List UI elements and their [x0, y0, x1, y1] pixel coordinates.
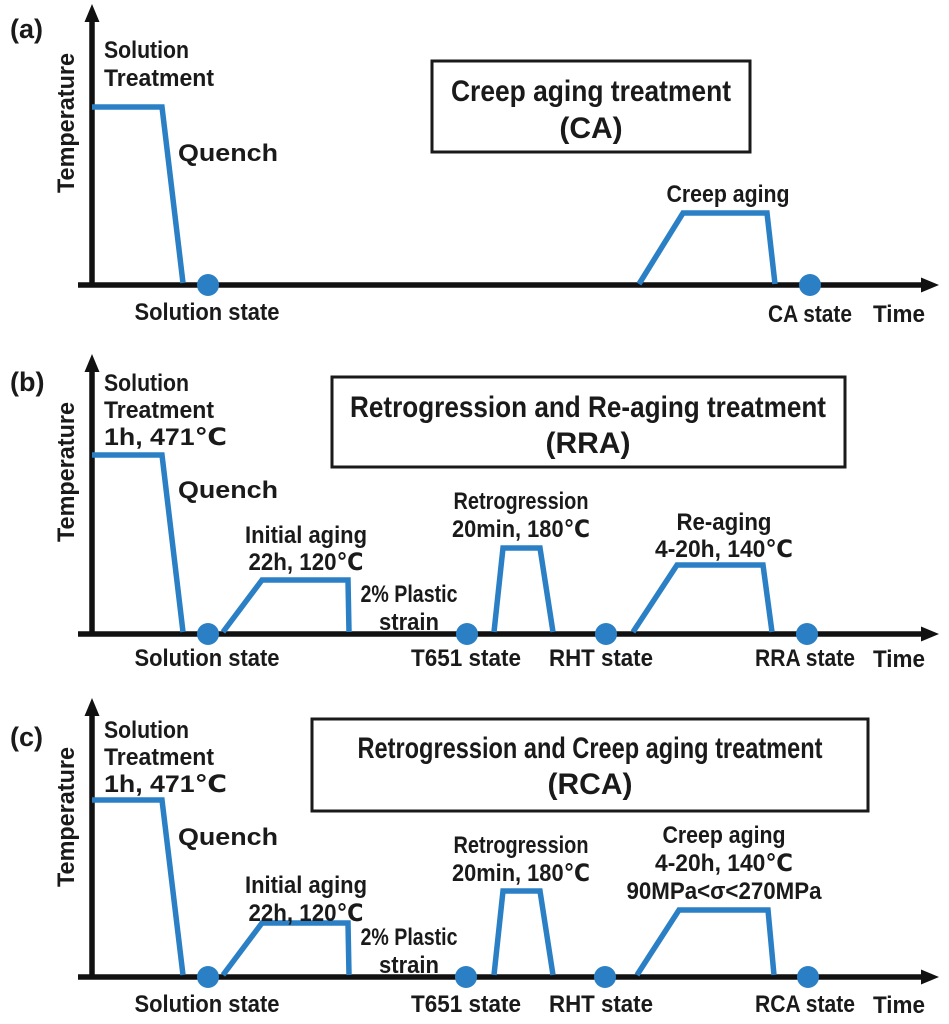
panel-b-reaging-label-1: Re-aging: [677, 509, 772, 536]
panel-b-y-axis-label: Temperature: [53, 402, 80, 542]
panel-b-y-axis-arrow-icon: [84, 354, 100, 372]
panel-a-solution-label-2: Treatment: [104, 65, 214, 92]
panel-c-plastic-strain-label-2: strain: [379, 952, 439, 979]
panel-b-rht-state-label: RHT state: [549, 645, 653, 672]
panel-c-creep-aging-label-3: 90MPa<σ<270MPa: [627, 878, 823, 905]
panel-c-x-axis-label: Time: [873, 992, 925, 1019]
panel-b-t651-state-dot: [456, 623, 478, 645]
panel-c-retrogression-label-1: Retrogression: [454, 832, 589, 859]
panel-a-creep-aging-label: Creep aging: [667, 181, 790, 208]
panel-a-title-line1: Creep aging treatment: [451, 75, 731, 108]
panel-b-rra-state-dot: [796, 623, 818, 645]
panel-c-tag: (c): [10, 722, 43, 752]
panel-b-retrogression-label-1: Retrogression: [454, 488, 589, 515]
panel-b-reaging-profile: [630, 562, 775, 634]
panel-c-title-box: [310, 717, 870, 813]
panel-c-solution-profile: [92, 797, 186, 976]
panel-b-rht-state-dot: [595, 623, 617, 645]
panel-a-solution-state-dot: [197, 274, 219, 296]
panel-c-creep-aging-label-1: Creep aging: [663, 822, 786, 849]
panel-b-solution-label-3: 1h, 471℃: [104, 424, 227, 451]
panel-c-plastic-strain-label-1: 2% Plastic: [361, 924, 458, 951]
panel-a-ca-state-label: CA state: [768, 301, 852, 328]
panel-b: (b) Temperature Solution Treatment 1h, 4…: [10, 354, 939, 673]
panel-a-ca-state-dot: [799, 274, 821, 296]
panel-a-title-box: [430, 59, 752, 154]
panel-c-rca-state-dot: [797, 966, 819, 988]
panel-c-solution-label-3: 1h, 471℃: [104, 771, 227, 798]
panel-a-solution-state-label: Solution state: [135, 299, 280, 326]
panel-b-retrogression-profile: [491, 545, 556, 633]
panel-b-title-line2: (RRA): [546, 427, 631, 460]
panel-c-rca-state-label: RCA state: [755, 991, 855, 1018]
panel-a-x-axis-arrow-icon: [921, 277, 939, 293]
panel-b-solution-state-label: Solution state: [135, 645, 280, 672]
panel-c-rht-state-dot: [594, 966, 616, 988]
panel-a-solution-label-1: Solution: [104, 37, 189, 64]
panel-a-x-axis-label: Time: [873, 301, 925, 328]
panel-c-initial-aging-profile: [220, 920, 352, 977]
panel-b-solution-profile: [92, 452, 186, 633]
panel-b-solution-label-2: Treatment: [104, 397, 214, 424]
panel-a-quench-label: Quench: [178, 140, 278, 167]
panel-c-y-axis-arrow-icon: [84, 698, 100, 716]
panel-c-t651-state-dot: [455, 966, 477, 988]
panel-c-creep-aging-profile: [634, 907, 777, 977]
panel-b-x-axis-arrow-icon: [921, 626, 939, 642]
panel-b-plastic-strain-label-1: 2% Plastic: [361, 581, 458, 608]
panel-a-solution-profile: [92, 104, 186, 284]
panel-b-initial-aging-label-2: 22h, 120℃: [249, 549, 364, 576]
panel-c-x-axis-arrow-icon: [921, 969, 939, 985]
panel-c-solution-label-2: Treatment: [104, 744, 214, 771]
panel-c-solution-label-1: Solution: [104, 717, 189, 744]
panel-b-title-box: [330, 375, 847, 469]
panel-a-tag: (a): [10, 14, 43, 44]
panel-c-y-axis-label: Temperature: [53, 747, 80, 887]
panel-a-y-axis-label: Temperature: [53, 53, 80, 193]
panel-c-solution-state-dot: [197, 966, 219, 988]
panel-b-title-line1: Retrogression and Re-aging treatment: [350, 391, 826, 424]
panel-a: (a) Temperature Solution Treatment Quenc…: [10, 4, 939, 328]
panel-b-solution-label-1: Solution: [104, 370, 189, 397]
panel-c-initial-aging-label-2: 22h, 120℃: [249, 900, 364, 927]
panel-c-title-line1: Retrogression and Creep aging treatment: [358, 732, 823, 765]
panel-b-reaging-label-2: 4-20h, 140℃: [655, 536, 793, 563]
panel-a-title-line2: (CA): [559, 112, 622, 145]
panel-c: (c) Temperature Solution Treatment 1h, 4…: [10, 698, 939, 1019]
panel-b-x-axis-label: Time: [873, 646, 925, 673]
panel-b-t651-state-label: T651 state: [411, 645, 521, 672]
panel-b-quench-label: Quench: [178, 477, 278, 504]
panel-c-retrogression-label-2: 20min, 180℃: [452, 860, 590, 887]
panel-c-title-line2: (RCA): [548, 768, 633, 801]
panel-c-retrogression-profile: [491, 888, 556, 976]
panel-b-initial-aging-profile: [220, 577, 352, 634]
panel-b-tag: (b): [10, 367, 44, 397]
panel-b-solution-state-dot: [197, 623, 219, 645]
panel-c-initial-aging-label-1: Initial aging: [245, 872, 367, 899]
panel-a-y-axis-arrow-icon: [84, 4, 100, 22]
panel-b-initial-aging-label-1: Initial aging: [245, 522, 367, 549]
panel-b-retrogression-label-2: 20min, 180℃: [452, 516, 590, 543]
panel-b-plastic-strain-label-2: strain: [379, 609, 439, 636]
panel-b-rra-state-label: RRA state: [755, 645, 855, 672]
panel-c-solution-state-label: Solution state: [135, 991, 280, 1018]
panel-c-quench-label: Quench: [178, 824, 278, 851]
panel-c-t651-state-label: T651 state: [411, 991, 521, 1018]
panel-c-creep-aging-label-2: 4-20h, 140℃: [655, 850, 793, 877]
panel-c-rht-state-label: RHT state: [549, 991, 653, 1018]
panel-a-creep-aging-profile: [636, 210, 778, 286]
